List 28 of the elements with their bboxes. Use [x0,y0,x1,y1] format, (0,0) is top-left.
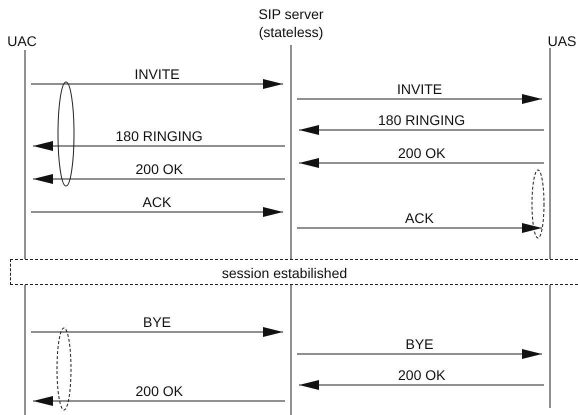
message-arrow [32,141,286,151]
message-arrow [32,174,286,184]
session-band: session estabilished [10,259,578,285]
message-arrow [296,223,542,233]
edge-label: 200 OK [398,367,446,383]
participant-label: SIP server (stateless) [257,5,325,41]
participant-label: UAS [546,32,578,50]
edge-label: 200 OK [136,383,183,399]
edge-label: 180 RINGING [116,128,203,144]
message-arrow [30,327,284,337]
message-arrow [296,94,542,104]
edge-label: BYE [406,336,434,352]
message-arrow [296,349,542,359]
message-arrow [30,79,284,89]
edge-label: 200 OK [398,145,446,161]
edge-label: BYE [143,314,172,330]
edge-label: ACK [405,210,434,226]
edge-label: INVITE [397,81,442,97]
message-arrow [298,380,544,390]
message-arrow [30,207,284,217]
edge-label: ACK [142,194,172,210]
edge-label: 200 OK [136,161,183,177]
participant-label: UAC [6,32,38,50]
message-arrow [298,158,544,168]
edge-label: INVITE [134,66,180,82]
message-arrow [298,125,544,135]
edge-label: 180 RINGING [378,112,466,128]
message-arrow [32,396,286,406]
